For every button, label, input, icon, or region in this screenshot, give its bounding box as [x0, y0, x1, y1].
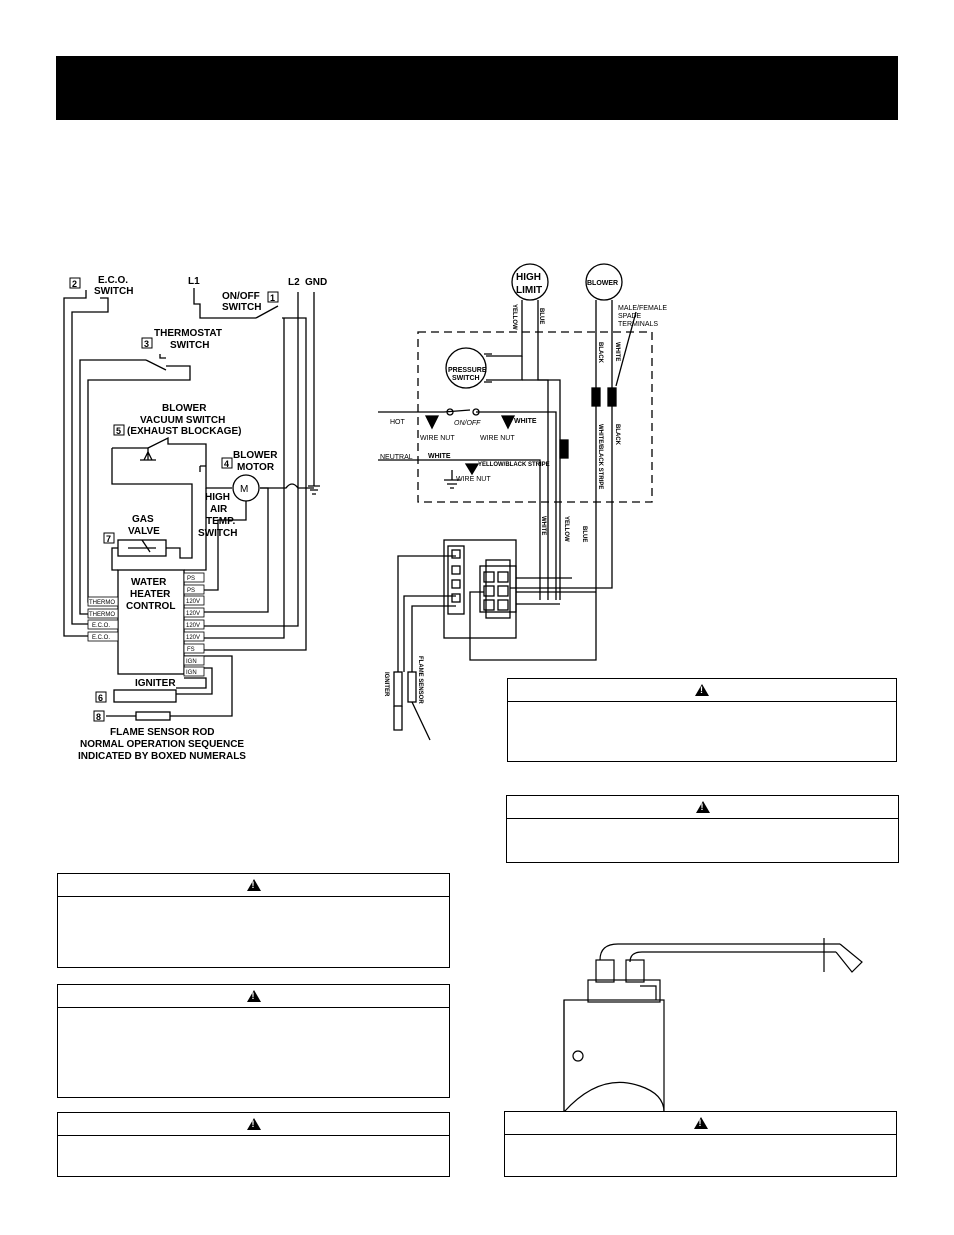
terminal-right-4: 120V	[186, 611, 200, 617]
control-label-2: HEATER	[130, 589, 171, 600]
wire-blue-top: BLUE	[538, 308, 544, 324]
onoff-label-1: ON/OFF	[222, 291, 260, 302]
high-air-label-2: AIR	[210, 504, 228, 515]
wire-white-top: WHITE	[614, 342, 620, 361]
terminal-left-1: THERMO	[89, 600, 115, 606]
wire-nut-1: WIRE NUT	[420, 435, 455, 442]
terminal-right-7: FS	[187, 647, 195, 653]
white-label-2: WHITE	[428, 453, 451, 460]
motor-symbol: M	[240, 484, 248, 495]
blower-motor-num: 4	[224, 459, 229, 469]
gas-valve-num: 7	[106, 534, 111, 544]
flame-sensor-label: FLAME SENSOR	[417, 656, 423, 704]
eco-label-1: E.C.O.	[98, 275, 128, 286]
wire-black-top: BLACK	[597, 342, 603, 364]
l2-label: L2	[288, 277, 300, 288]
warning-triangle-icon	[246, 1118, 261, 1130]
pressure-switch-label-2: SWITCH	[452, 375, 480, 382]
wire-nut-3: WIRE NUT	[456, 476, 491, 483]
onoff-label-2: SWITCH	[222, 302, 261, 313]
igniter-lead-label: IGNITER	[383, 672, 389, 697]
control-label-1: WATER	[131, 577, 167, 588]
high-air-label-4: SWITCH	[198, 528, 237, 539]
blower-label: BLOWER	[587, 280, 618, 287]
blower-motor-label-1: BLOWER	[233, 450, 278, 461]
wire-white-bottom: WHITE	[540, 516, 546, 535]
high-limit-label-1: HIGH	[516, 272, 541, 283]
terminal-right-6: 120V	[186, 635, 200, 641]
l1-label: L1	[188, 276, 200, 287]
terminal-right-9: IGN	[186, 670, 197, 676]
terminal-right-3: 120V	[186, 599, 200, 605]
thermostat-num: 3	[144, 339, 149, 349]
high-limit-label-2: LIMIT	[516, 285, 542, 296]
spade-label-1: MALE/FEMALE	[618, 305, 667, 312]
hot-label: HOT	[390, 419, 406, 426]
gnd-label: GND	[305, 277, 327, 288]
warning-box-left-1	[57, 873, 450, 968]
thermostat-label-2: SWITCH	[170, 340, 209, 351]
wire-white-black: WHITE/BLACK STRIPE	[597, 424, 603, 489]
warning-box-right-3	[504, 1111, 897, 1177]
warning-triangle-icon	[246, 990, 261, 1002]
thermostat-label-1: THERMOSTAT	[154, 328, 222, 339]
flame-rod-num: 8	[96, 712, 101, 722]
onoff-small-label: ON/OFF	[454, 420, 481, 427]
wire-yellow-bottom: YELLOW	[563, 516, 569, 542]
terminal-right-1: PS	[187, 576, 195, 582]
onoff-num: 1	[270, 293, 275, 303]
igniter-num: 6	[98, 693, 103, 703]
spade-label-2: SPADE	[618, 313, 642, 320]
blower-vac-label-1: BLOWER	[162, 403, 207, 414]
warning-box-right-2	[506, 795, 899, 863]
high-air-label-1: HIGH	[205, 492, 230, 503]
warning-triangle-icon	[695, 684, 709, 696]
spade-label-3: TERMINALS	[618, 321, 658, 328]
terminal-right-5: 120V	[186, 623, 200, 629]
wire-blue-bottom: BLUE	[581, 526, 587, 542]
blower-vac-label-2: VACUUM SWITCH	[140, 415, 225, 426]
neutral-label: NEUTRAL	[380, 454, 413, 461]
warning-box-left-2	[57, 984, 450, 1098]
blower-motor-label-2: MOTOR	[237, 462, 275, 473]
footer-line-1: FLAME SENSOR ROD	[110, 727, 214, 738]
eco-num: 2	[72, 279, 77, 289]
footer-line-3: INDICATED BY BOXED NUMERALS	[78, 751, 246, 762]
gas-valve-label-1: GAS	[132, 514, 154, 525]
warning-box-right-1	[507, 678, 897, 762]
eco-label-2: SWITCH	[94, 286, 133, 297]
wire-yellow-top: YELLOW	[511, 304, 517, 330]
high-air-label-3: TEMP.	[206, 516, 235, 527]
blower-vac-num: 5	[116, 426, 121, 436]
wire-nut-2: WIRE NUT	[480, 435, 515, 442]
control-label-3: CONTROL	[126, 601, 175, 612]
header-bar	[56, 56, 898, 120]
yellow-black-label: YELLOW/BLACK STRIPE	[478, 462, 550, 468]
terminal-left-2: THERMO	[89, 612, 115, 618]
white-label-1: WHITE	[514, 418, 537, 425]
wire-black-bottom: BLACK	[614, 424, 620, 446]
warning-triangle-icon	[693, 1117, 708, 1129]
warning-triangle-icon	[695, 801, 710, 813]
warning-triangle-icon	[246, 879, 261, 891]
blower-vac-label-3: (EXHAUST BLOCKAGE)	[127, 426, 241, 437]
pressure-switch-label-1: PRESSURE	[448, 367, 487, 374]
igniter-label: IGNITER	[135, 678, 176, 689]
warning-box-left-3	[57, 1112, 450, 1177]
terminal-left-3: E.C.O.	[92, 623, 110, 629]
footer-line-2: NORMAL OPERATION SEQUENCE	[80, 739, 244, 750]
gas-valve-label-2: VALVE	[128, 526, 160, 537]
terminal-left-4: E.C.O.	[92, 635, 110, 641]
terminal-right-2: PS	[187, 588, 195, 594]
terminal-right-8: IGN	[186, 659, 197, 665]
